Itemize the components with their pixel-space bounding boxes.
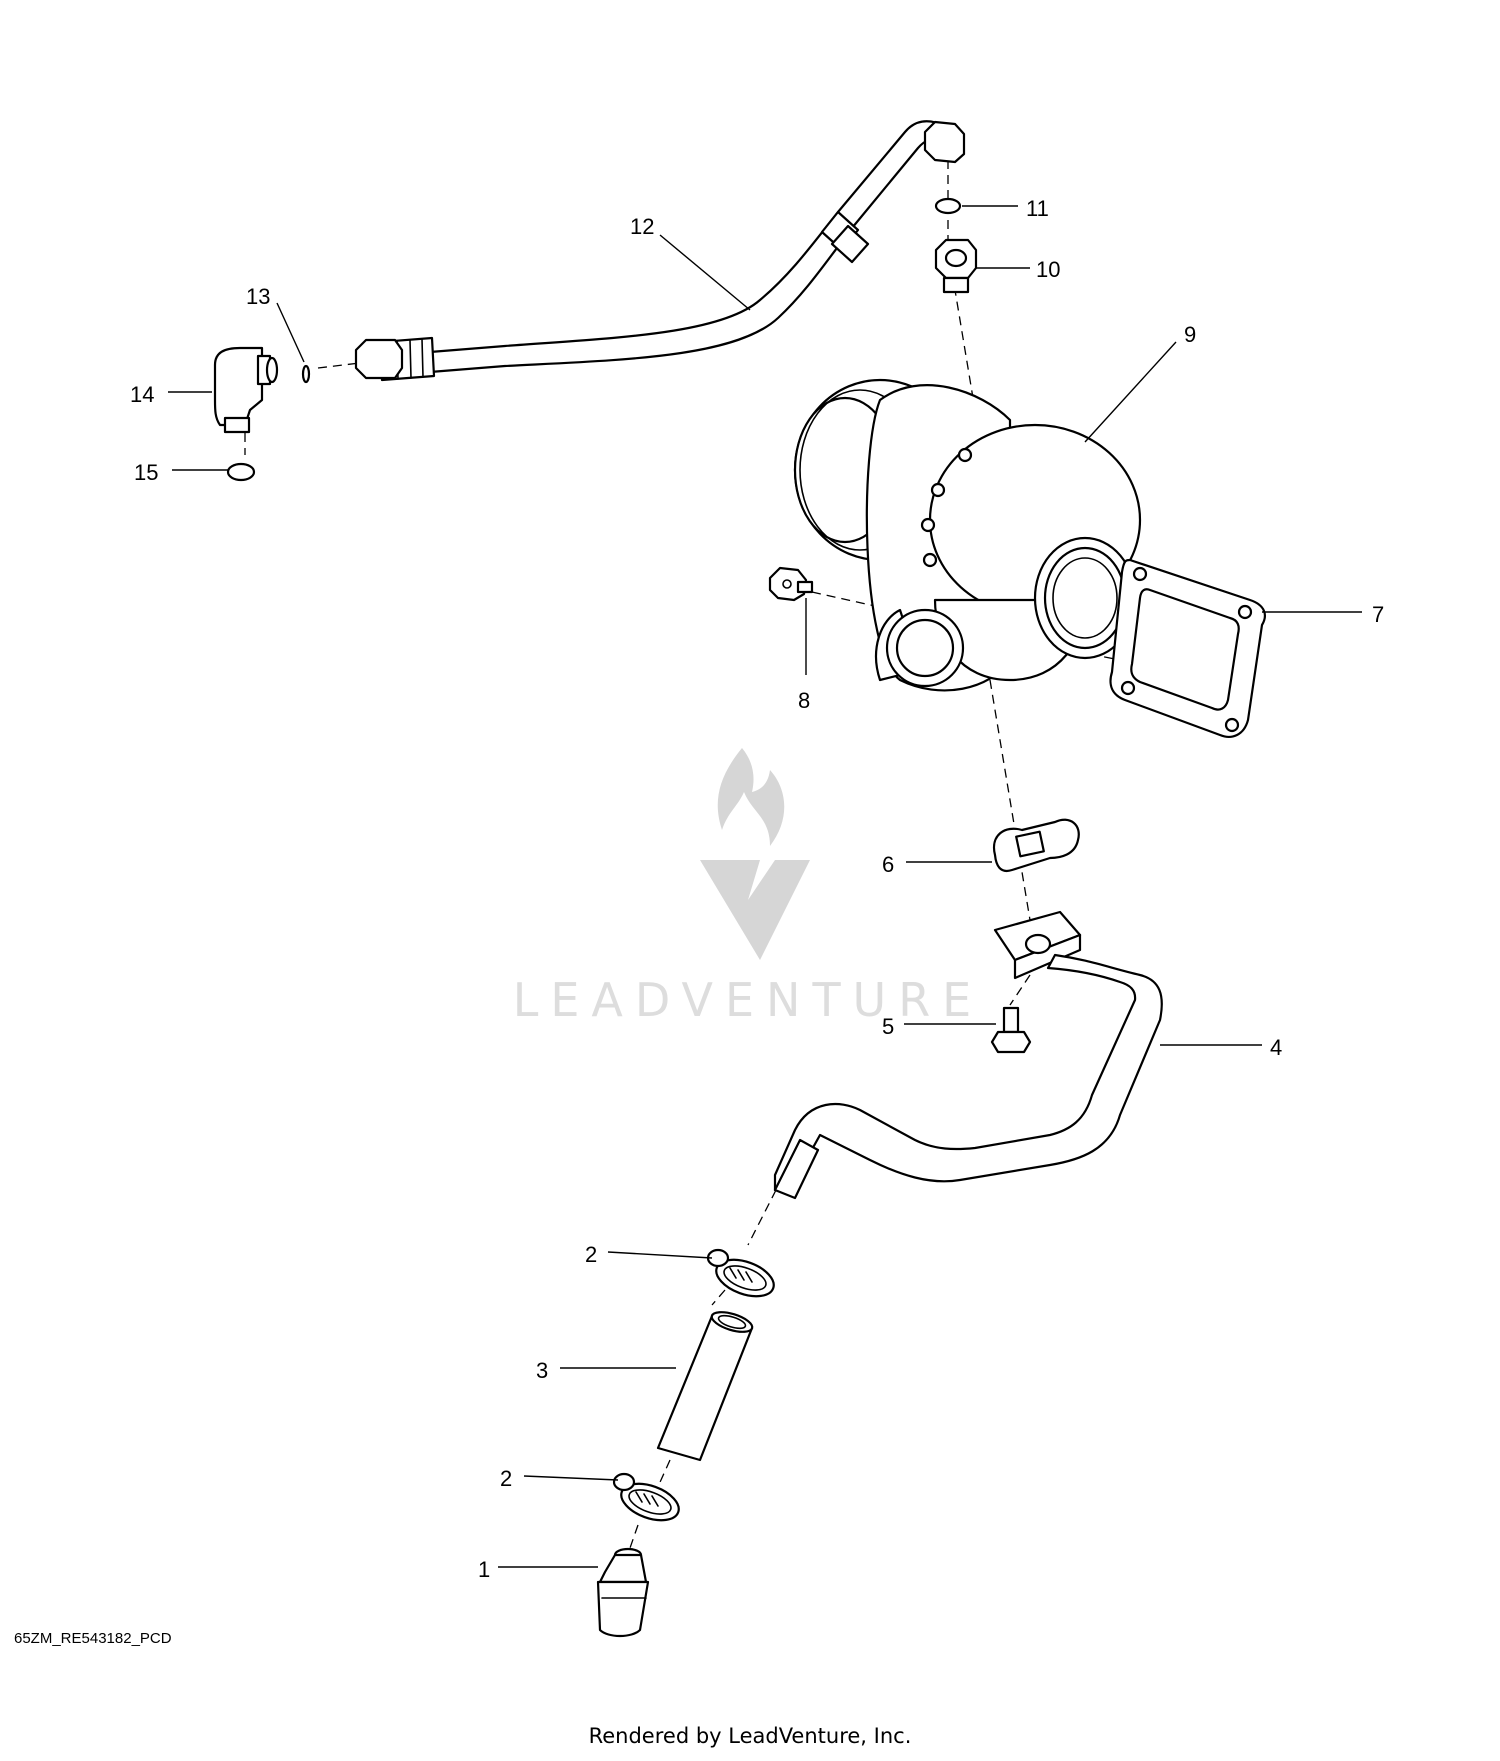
watermark: LEADVENTURE	[513, 748, 984, 1027]
turbo-gasket	[1109, 558, 1266, 738]
callout-2-upper: 2	[585, 1242, 597, 1267]
flange-screw-5	[990, 1006, 1032, 1054]
oil-supply-line	[354, 120, 966, 382]
o-ring-15	[226, 462, 256, 482]
elbow-fitting	[213, 346, 279, 434]
watermark-v-icon	[700, 860, 810, 960]
callout-8: 8	[798, 688, 810, 713]
oil-drain-tube	[773, 910, 1163, 1200]
watermark-flame-icon	[717, 748, 785, 846]
hose-clamp-upper	[706, 1248, 775, 1298]
turbocharger	[793, 378, 1142, 692]
callout-7: 7	[1372, 602, 1384, 627]
callout-15: 15	[134, 460, 158, 485]
callout-12: 12	[630, 214, 654, 239]
o-ring-11	[934, 197, 962, 215]
callout-2-lower: 2	[500, 1466, 512, 1491]
callout-3: 3	[536, 1358, 548, 1383]
hose-clamp-lower	[612, 1472, 680, 1522]
drain-gasket	[992, 818, 1080, 873]
flange-bolt-8	[768, 566, 814, 602]
callout-11: 11	[1026, 196, 1049, 221]
o-ring-13	[301, 364, 311, 384]
tube-nut-left	[354, 338, 404, 380]
callout-6: 6	[882, 852, 894, 877]
diagram-code: 65ZM_RE543182_PCD	[14, 1630, 172, 1647]
adapter-fitting	[934, 238, 978, 294]
drain-hose	[656, 1311, 754, 1462]
callout-5: 5	[882, 1014, 894, 1039]
callout-13: 13	[246, 284, 270, 309]
tube-nut-right	[923, 120, 966, 164]
callout-10: 10	[1036, 257, 1060, 282]
callout-4: 4	[1270, 1035, 1282, 1060]
callout-labels: 1 2 2 3 4 5 6 7 8 9 10 11 12 13 14 15	[130, 196, 1384, 1582]
callout-leaders	[168, 205, 1362, 1568]
callout-9: 9	[1184, 322, 1196, 347]
render-credit: Rendered by LeadVenture, Inc.	[588, 1724, 912, 1748]
callout-1: 1	[478, 1557, 490, 1582]
drain-adapter	[596, 1547, 650, 1638]
watermark-text: LEADVENTURE	[513, 973, 984, 1027]
callout-14: 14	[130, 382, 154, 407]
